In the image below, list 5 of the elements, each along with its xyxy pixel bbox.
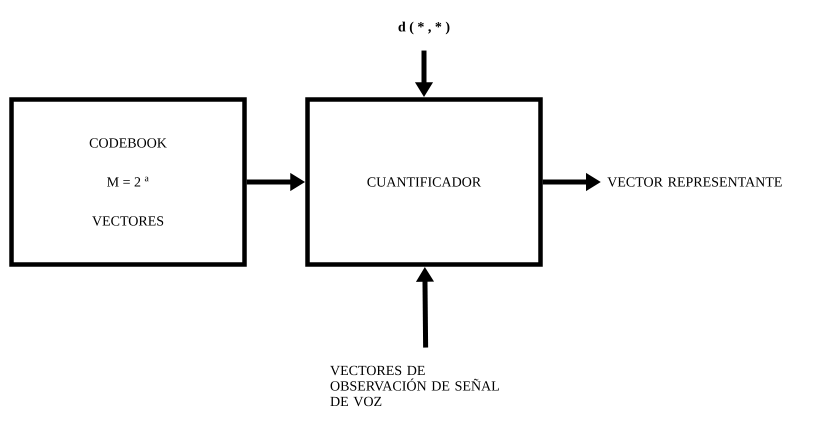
input-label: d ( * , * ) xyxy=(398,22,450,34)
process-box: CODEBOOK M = 2 $^{a}$ VECTORES xyxy=(9,97,247,267)
process-box: CUANTIFICADOR xyxy=(305,97,543,267)
input-label: VECTORES DE OBSERVACIÓN DE SEÑAL DE VOZ xyxy=(330,366,499,406)
output-label: VECTOR REPRESENTANTE xyxy=(607,177,782,187)
